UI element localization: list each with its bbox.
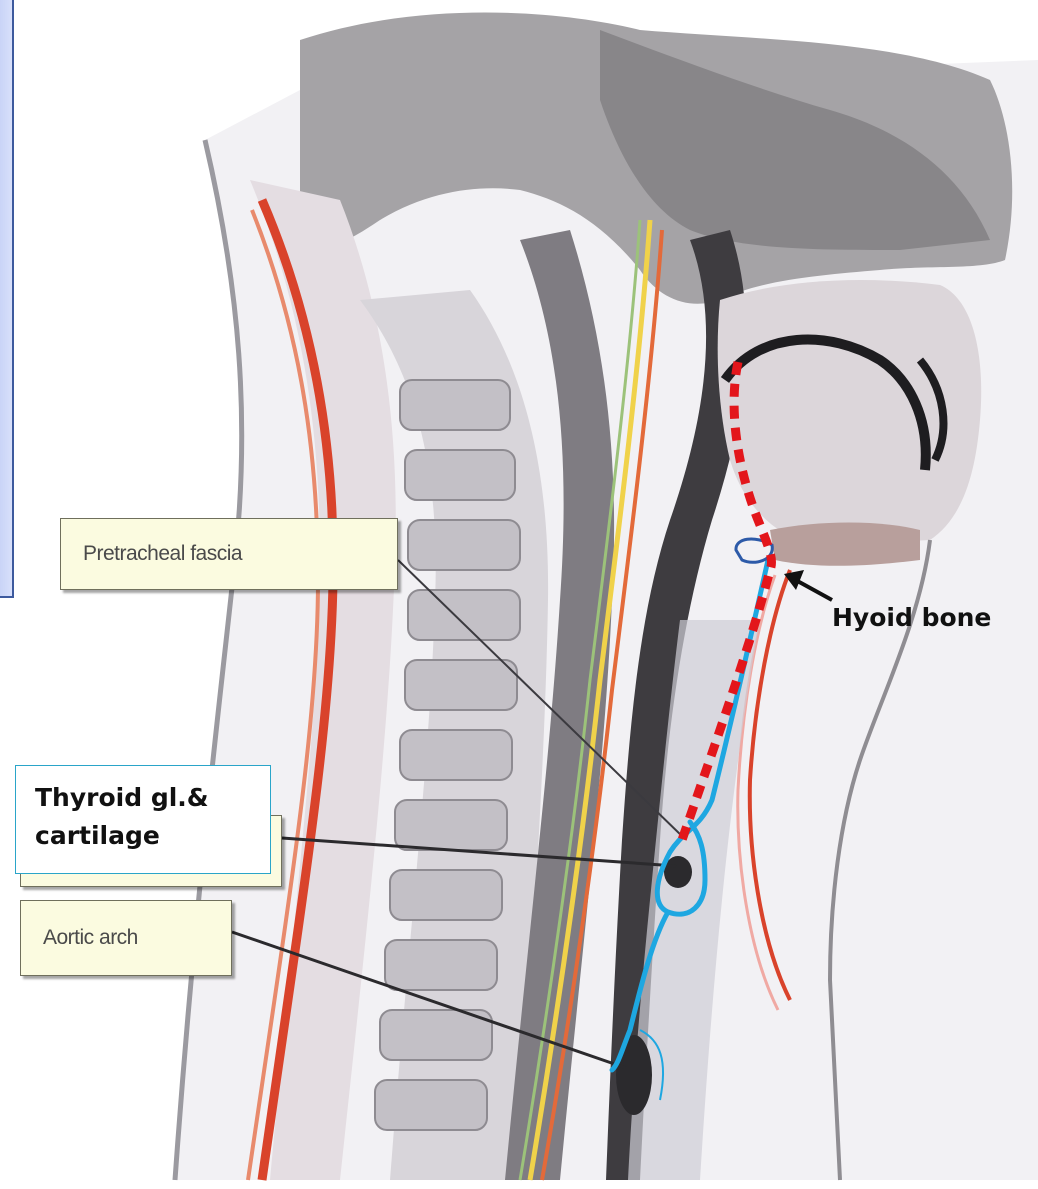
mandible	[770, 523, 920, 566]
hyoid-bone-label: Hyoid bone	[832, 603, 991, 632]
thyroid-callout-line1: Thyroid gl.&	[35, 779, 270, 817]
aortic-arch-text: Aortic arch	[43, 926, 138, 950]
thyroid-callout: Thyroid gl.& cartilage	[15, 765, 271, 874]
aortic-arch-label: Aortic arch	[20, 900, 232, 976]
thyroid-callout-line2: cartilage	[35, 817, 270, 855]
pretracheal-fascia-label: Pretracheal fascia	[60, 518, 398, 590]
pretracheal-fascia-text: Pretracheal fascia	[83, 542, 242, 566]
